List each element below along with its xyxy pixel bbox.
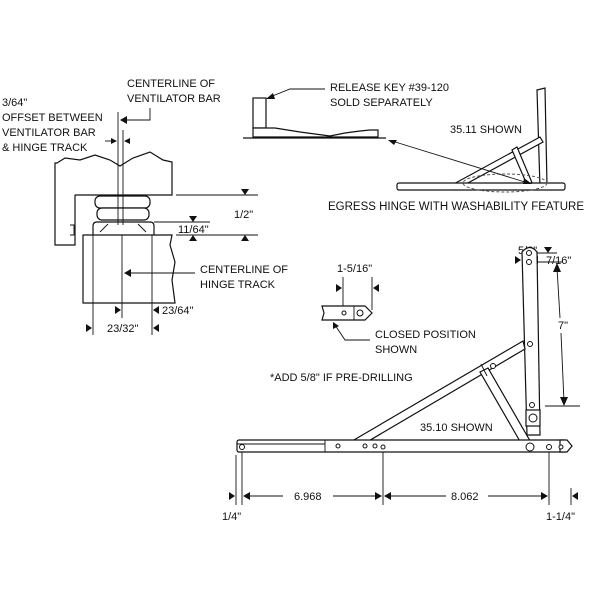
hinge-track bbox=[236, 439, 568, 453]
dim-8062: 8.062 bbox=[451, 491, 479, 503]
arrow-icon bbox=[115, 306, 121, 314]
dim-7-16: 7/16" bbox=[546, 255, 571, 267]
offset-note-2: VENTILATOR BAR bbox=[2, 127, 96, 139]
release-key-body bbox=[252, 127, 379, 138]
arrow-icon bbox=[388, 140, 397, 145]
hole bbox=[490, 363, 496, 369]
centerline-vent-label-1: CENTERLINE OF bbox=[127, 78, 215, 90]
egress-caption: EGRESS HINGE WITH WASHABILITY FEATURE bbox=[328, 201, 584, 213]
offset-note-1: OFFSET BETWEEN bbox=[2, 112, 103, 124]
arrow-icon bbox=[111, 138, 117, 144]
predrill-note: *ADD 5/8" IF PRE-DRILLING bbox=[270, 372, 413, 384]
dim-6968: 6.968 bbox=[294, 491, 322, 503]
arrow-icon bbox=[572, 492, 578, 500]
hole bbox=[558, 444, 564, 450]
release-key-tab bbox=[252, 97, 267, 129]
track-lips bbox=[99, 223, 147, 233]
dim-half-inch: 1/2" bbox=[234, 209, 253, 221]
arrow-icon bbox=[229, 492, 235, 500]
closed-hinge-end bbox=[321, 305, 373, 321]
track-end bbox=[559, 439, 573, 453]
release-key-label-1: RELEASE KEY #39-120 bbox=[330, 82, 449, 94]
hole bbox=[526, 250, 532, 256]
arrow-icon bbox=[333, 322, 339, 329]
arrow-icon bbox=[189, 216, 197, 222]
arrow-icon bbox=[189, 235, 197, 241]
release-key-label-2: SOLD SEPARATELY bbox=[330, 97, 433, 109]
closed-position-detail: 1-5/16" CLOSED POSITION SHOWN bbox=[321, 263, 476, 356]
arrow-icon bbox=[553, 263, 561, 272]
arrow-icon bbox=[523, 178, 532, 184]
main-model-label: 35.10 SHOWN bbox=[420, 422, 493, 434]
hole bbox=[362, 443, 368, 449]
hole bbox=[529, 402, 535, 408]
washability-feature-highlight bbox=[462, 173, 548, 193]
arrow-icon bbox=[153, 324, 159, 332]
pivot-hole bbox=[528, 413, 538, 423]
arrow-icon bbox=[243, 492, 250, 500]
offset-note-3: & HINGE TRACK bbox=[2, 142, 88, 154]
sash-section bbox=[82, 234, 176, 304]
egress-hinge-view: 35.11 SHOWN EGRESS HINGE WITH WASHABILIT… bbox=[328, 87, 584, 213]
seal-upper bbox=[94, 195, 151, 209]
arrow-icon bbox=[153, 306, 159, 314]
dim-1-1-4: 1-1/4" bbox=[546, 511, 575, 523]
egress-track bbox=[396, 182, 566, 191]
dim-23-64: 23/64" bbox=[162, 305, 194, 317]
closed-leader bbox=[334, 324, 370, 341]
hinge-track-section bbox=[92, 221, 155, 235]
dim-7-line bbox=[560, 332, 565, 403]
arrow-icon bbox=[541, 492, 548, 500]
arrow-icon bbox=[124, 269, 131, 277]
hole bbox=[341, 310, 347, 316]
centerline-vent-leader bbox=[122, 108, 151, 121]
hole bbox=[380, 444, 386, 450]
closed-label-2: SHOWN bbox=[375, 344, 417, 356]
egress-model-label: 35.11 SHOWN bbox=[450, 124, 522, 136]
arrow-icon bbox=[373, 284, 379, 292]
arrow-icon bbox=[124, 138, 130, 144]
arrow-icon bbox=[384, 492, 391, 500]
arrow-icon bbox=[375, 492, 382, 500]
section-view: CENTERLINE OF VENTILATOR BAR 3/64" OFFSE… bbox=[2, 78, 288, 335]
dim-11-64: 11/64" bbox=[178, 224, 209, 236]
closed-dim-label: 1-5/16" bbox=[337, 263, 372, 275]
centerline-vent-label-2: VENTILATOR BAR bbox=[127, 93, 221, 105]
main-hinge-view: 5/8" 7/16" 7" bbox=[222, 245, 580, 523]
hole bbox=[335, 443, 341, 449]
arrow-icon bbox=[241, 189, 249, 195]
arrow-icon bbox=[560, 397, 568, 406]
arrow-icon bbox=[86, 324, 92, 332]
centerline-track-label-2: HINGE TRACK bbox=[200, 279, 276, 291]
dim-1-4: 1/4" bbox=[222, 511, 241, 523]
ventilator-bar-section bbox=[56, 151, 173, 196]
link-joint bbox=[480, 363, 488, 377]
arrow-icon bbox=[515, 256, 521, 264]
closed-label-1: CLOSED POSITION bbox=[375, 329, 476, 341]
arrow-icon bbox=[241, 235, 249, 241]
frame-section bbox=[54, 162, 76, 246]
dim-7-line bbox=[556, 267, 561, 319]
hole bbox=[527, 341, 533, 347]
release-key-view: RELEASE KEY #39-120 SOLD SEPARATELY bbox=[243, 82, 449, 139]
arrow-icon bbox=[120, 116, 127, 124]
centerline-track-label-1: CENTERLINE OF bbox=[200, 264, 288, 276]
dim-23-32: 23/32" bbox=[107, 323, 139, 335]
pivot-hole bbox=[525, 442, 535, 452]
arrow-icon bbox=[336, 284, 342, 292]
hole bbox=[546, 444, 552, 450]
offset-dim-label: 3/64" bbox=[2, 97, 27, 109]
hole bbox=[372, 443, 378, 449]
dim-7-inch: 7" bbox=[558, 320, 568, 332]
frame-notch bbox=[70, 224, 75, 236]
hole bbox=[526, 259, 532, 265]
egress-leader bbox=[391, 140, 529, 184]
hole bbox=[356, 309, 364, 317]
arrow-icon bbox=[266, 93, 275, 99]
hole bbox=[239, 444, 245, 450]
arrow-icon bbox=[544, 247, 552, 253]
release-key-leader bbox=[269, 88, 325, 98]
